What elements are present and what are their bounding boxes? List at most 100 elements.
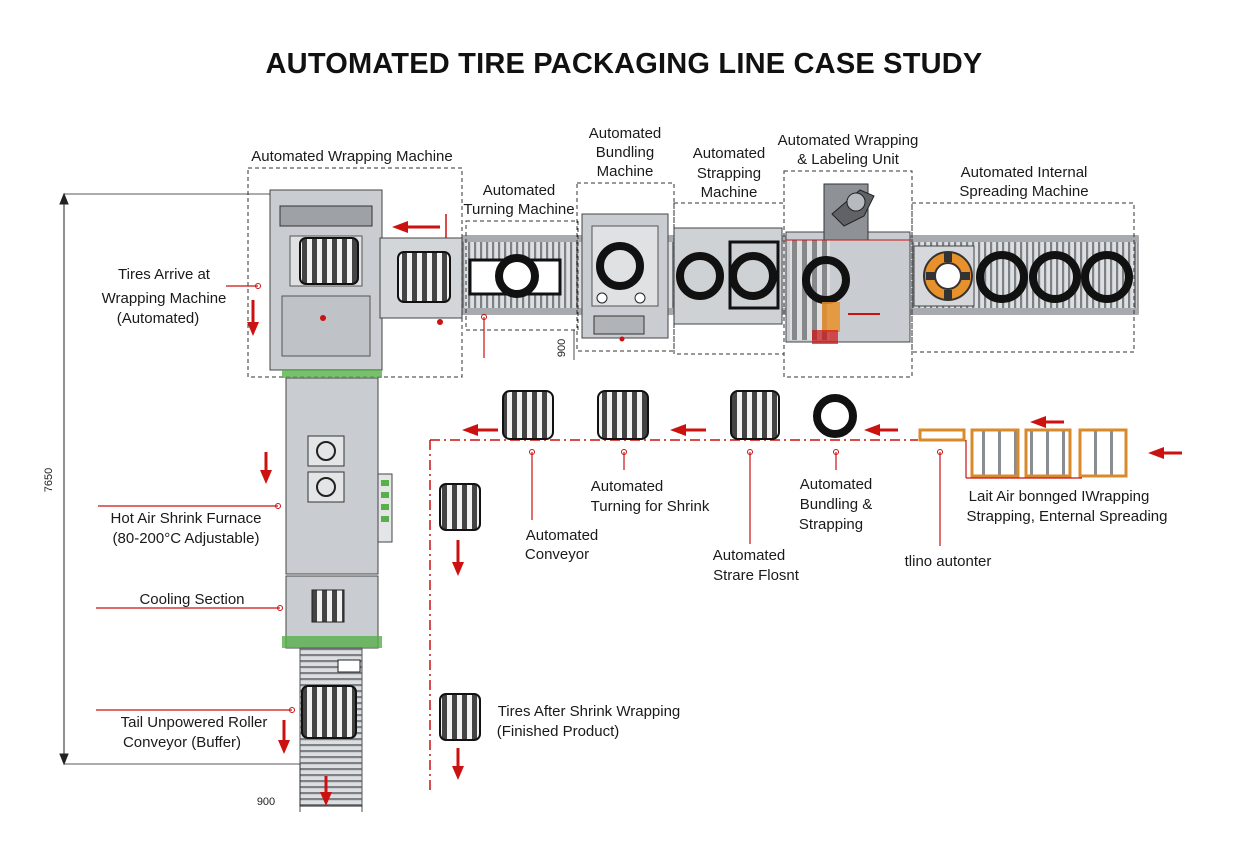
flow-arrow-down	[247, 322, 259, 336]
labeling-unit-box	[783, 170, 913, 378]
tires-arrive-label-1: Tires Arrive at	[118, 266, 211, 283]
tire-icon	[676, 252, 724, 300]
callout-dot	[255, 283, 261, 289]
pallet-icon	[1024, 428, 1072, 478]
strapping-machine-label-2: Strapping	[697, 165, 761, 182]
finished-tire-stack-icon	[439, 693, 481, 741]
indicator-light	[381, 480, 389, 486]
height-dimension-text: 7650	[43, 468, 55, 492]
status-dot	[619, 336, 625, 342]
strare-flosnt-label-2: Strare Flosnt	[713, 567, 800, 584]
callout-dot	[937, 449, 943, 455]
tire-icon	[976, 251, 1028, 303]
finished-label-1: Tires After Shrink Wrapping	[498, 703, 681, 720]
dimension-lines	[59, 192, 575, 812]
dimension-arrowhead	[59, 753, 69, 766]
control-panel-icon	[812, 330, 838, 344]
spreader-hub-icon	[934, 262, 962, 290]
callout-dot	[621, 449, 627, 455]
pallet-icon	[970, 428, 1020, 478]
tail-conveyor-label-2: Conveyor (Buffer)	[123, 734, 241, 751]
top-production-line	[247, 167, 1139, 378]
turning-shrink-label-1: Automated	[591, 478, 664, 495]
tire-icon	[802, 256, 850, 304]
callout-dot	[833, 449, 839, 455]
tire-icon	[813, 394, 857, 438]
turning-shrink-label-2: Turning for Shrink	[591, 498, 710, 515]
spreader-jaw-icon	[944, 252, 952, 262]
tire-icon	[729, 252, 777, 300]
callout-dot	[277, 605, 283, 611]
pallet-icon	[918, 428, 966, 442]
flow-arrow-left	[864, 424, 880, 436]
turning-machine-label-1: Automated	[483, 182, 556, 199]
tire-stack-icon	[301, 685, 357, 739]
bundling-strapping-label-1: Automated	[800, 476, 873, 493]
callout-dot	[529, 449, 535, 455]
indicator-light	[381, 516, 389, 522]
flow-arrow-down	[320, 792, 332, 806]
status-dot	[320, 315, 326, 321]
wrapping-machine-box	[247, 167, 463, 378]
tires-arrive-label-2: Wrapping Machine	[102, 290, 227, 307]
shrink-furnace-label-1: Hot Air Shrink Furnace	[111, 510, 262, 527]
tire-icon	[1081, 251, 1133, 303]
wrapping-base	[281, 295, 371, 357]
strapping-machine-label-3: Machine	[701, 184, 758, 201]
shrink-furnace-label-2: (80-200°C Adjustable)	[113, 530, 260, 547]
indicator-light	[381, 492, 389, 498]
label-printer-icon	[822, 302, 840, 332]
fan-icon	[316, 477, 336, 497]
flow-arrow-down	[260, 470, 272, 484]
turning-machine-box	[465, 220, 579, 331]
auto-conveyor-label-2: Conveyor	[525, 546, 589, 563]
callout-dot	[289, 707, 295, 713]
cooling-label: Cooling Section	[139, 591, 244, 608]
flow-arrow-down	[452, 562, 464, 576]
lait-air-label-2: Strapping, Enternal Spreading	[967, 508, 1168, 525]
width-dimension-text: 900	[257, 796, 275, 808]
turning-dimension-text: 900	[556, 339, 568, 357]
process-flow	[429, 390, 1182, 792]
turning-machine-label-2: Turning Machine	[463, 201, 574, 218]
tire-stack-icon	[439, 483, 481, 531]
spreading-machine-box	[911, 202, 1135, 353]
wrapping-head	[279, 205, 373, 227]
flow-arrow-left	[1030, 416, 1046, 428]
tire-icon	[596, 242, 644, 290]
labeling-unit-label-2: & Labeling Unit	[797, 151, 900, 168]
green-trim	[282, 636, 382, 648]
bundling-strapping-label-2: Bundling &	[800, 496, 873, 513]
station-boundaries	[247, 167, 1135, 378]
bundling-machine-label-3: Machine	[597, 163, 654, 180]
bundling-machine-label-2: Bundling	[596, 144, 654, 161]
spreading-machine-label-2: Spreading Machine	[959, 183, 1088, 200]
vertical-shrink-line	[96, 283, 393, 807]
tire-icon	[1029, 251, 1081, 303]
strapping-machine-label-1: Automated	[693, 145, 766, 162]
tail-conveyor-label-1: Tail Unpowered Roller	[121, 714, 268, 731]
spreader-jaw-icon	[960, 272, 970, 280]
bundling-strapping-label-3: Strapping	[799, 516, 863, 533]
cooling-vent-icon	[311, 589, 345, 623]
fan-icon	[316, 441, 336, 461]
heater-unit-icon	[307, 471, 345, 503]
lait-air-label-1: Lait Air bonnged IWrapping	[969, 488, 1150, 505]
spreading-machine-label-1: Automated Internal	[961, 164, 1088, 181]
gauge-icon	[596, 292, 608, 304]
tire-stack-icon	[502, 390, 554, 440]
flow-arrow-left	[1148, 447, 1164, 459]
gauge-icon	[634, 292, 646, 304]
control-panel-icon	[593, 315, 645, 335]
strare-flosnt-label-1: Automated	[713, 547, 786, 564]
pallet-icon	[1078, 428, 1128, 478]
auto-conveyor-label-1: Automated	[526, 527, 599, 544]
turning-frame-icon	[468, 258, 562, 296]
tire-icon	[495, 254, 539, 298]
buffer-sensor	[337, 659, 361, 673]
finished-label-2: (Finished Product)	[497, 723, 620, 740]
flow-arrow-down	[278, 740, 290, 754]
flow-arrow-left	[670, 424, 686, 436]
diagram-title: AUTOMATED TIRE PACKAGING LINE CASE STUDY	[266, 48, 983, 80]
robot-joint-icon	[846, 192, 866, 212]
